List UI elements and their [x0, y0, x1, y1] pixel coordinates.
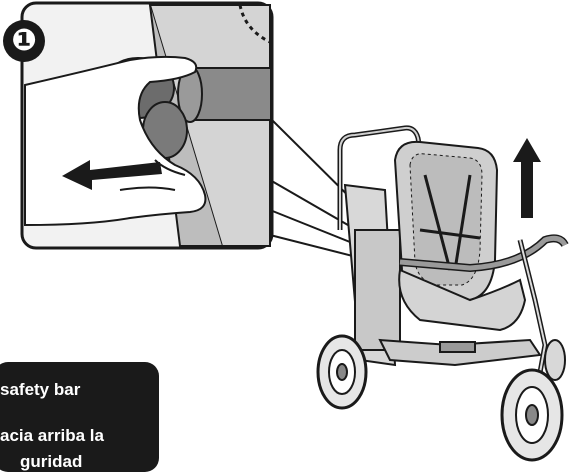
- caption-english: safety bar: [0, 380, 80, 400]
- inset-panel: [22, 3, 272, 248]
- rear-wheel: [318, 336, 366, 408]
- arrow-up-icon: [513, 138, 541, 218]
- front-wheel: [502, 370, 562, 460]
- caption-spanish-line1: acia arriba la: [0, 426, 104, 446]
- step-number-badge: ❶: [3, 20, 45, 62]
- caption-spanish-line2: guridad: [20, 452, 82, 472]
